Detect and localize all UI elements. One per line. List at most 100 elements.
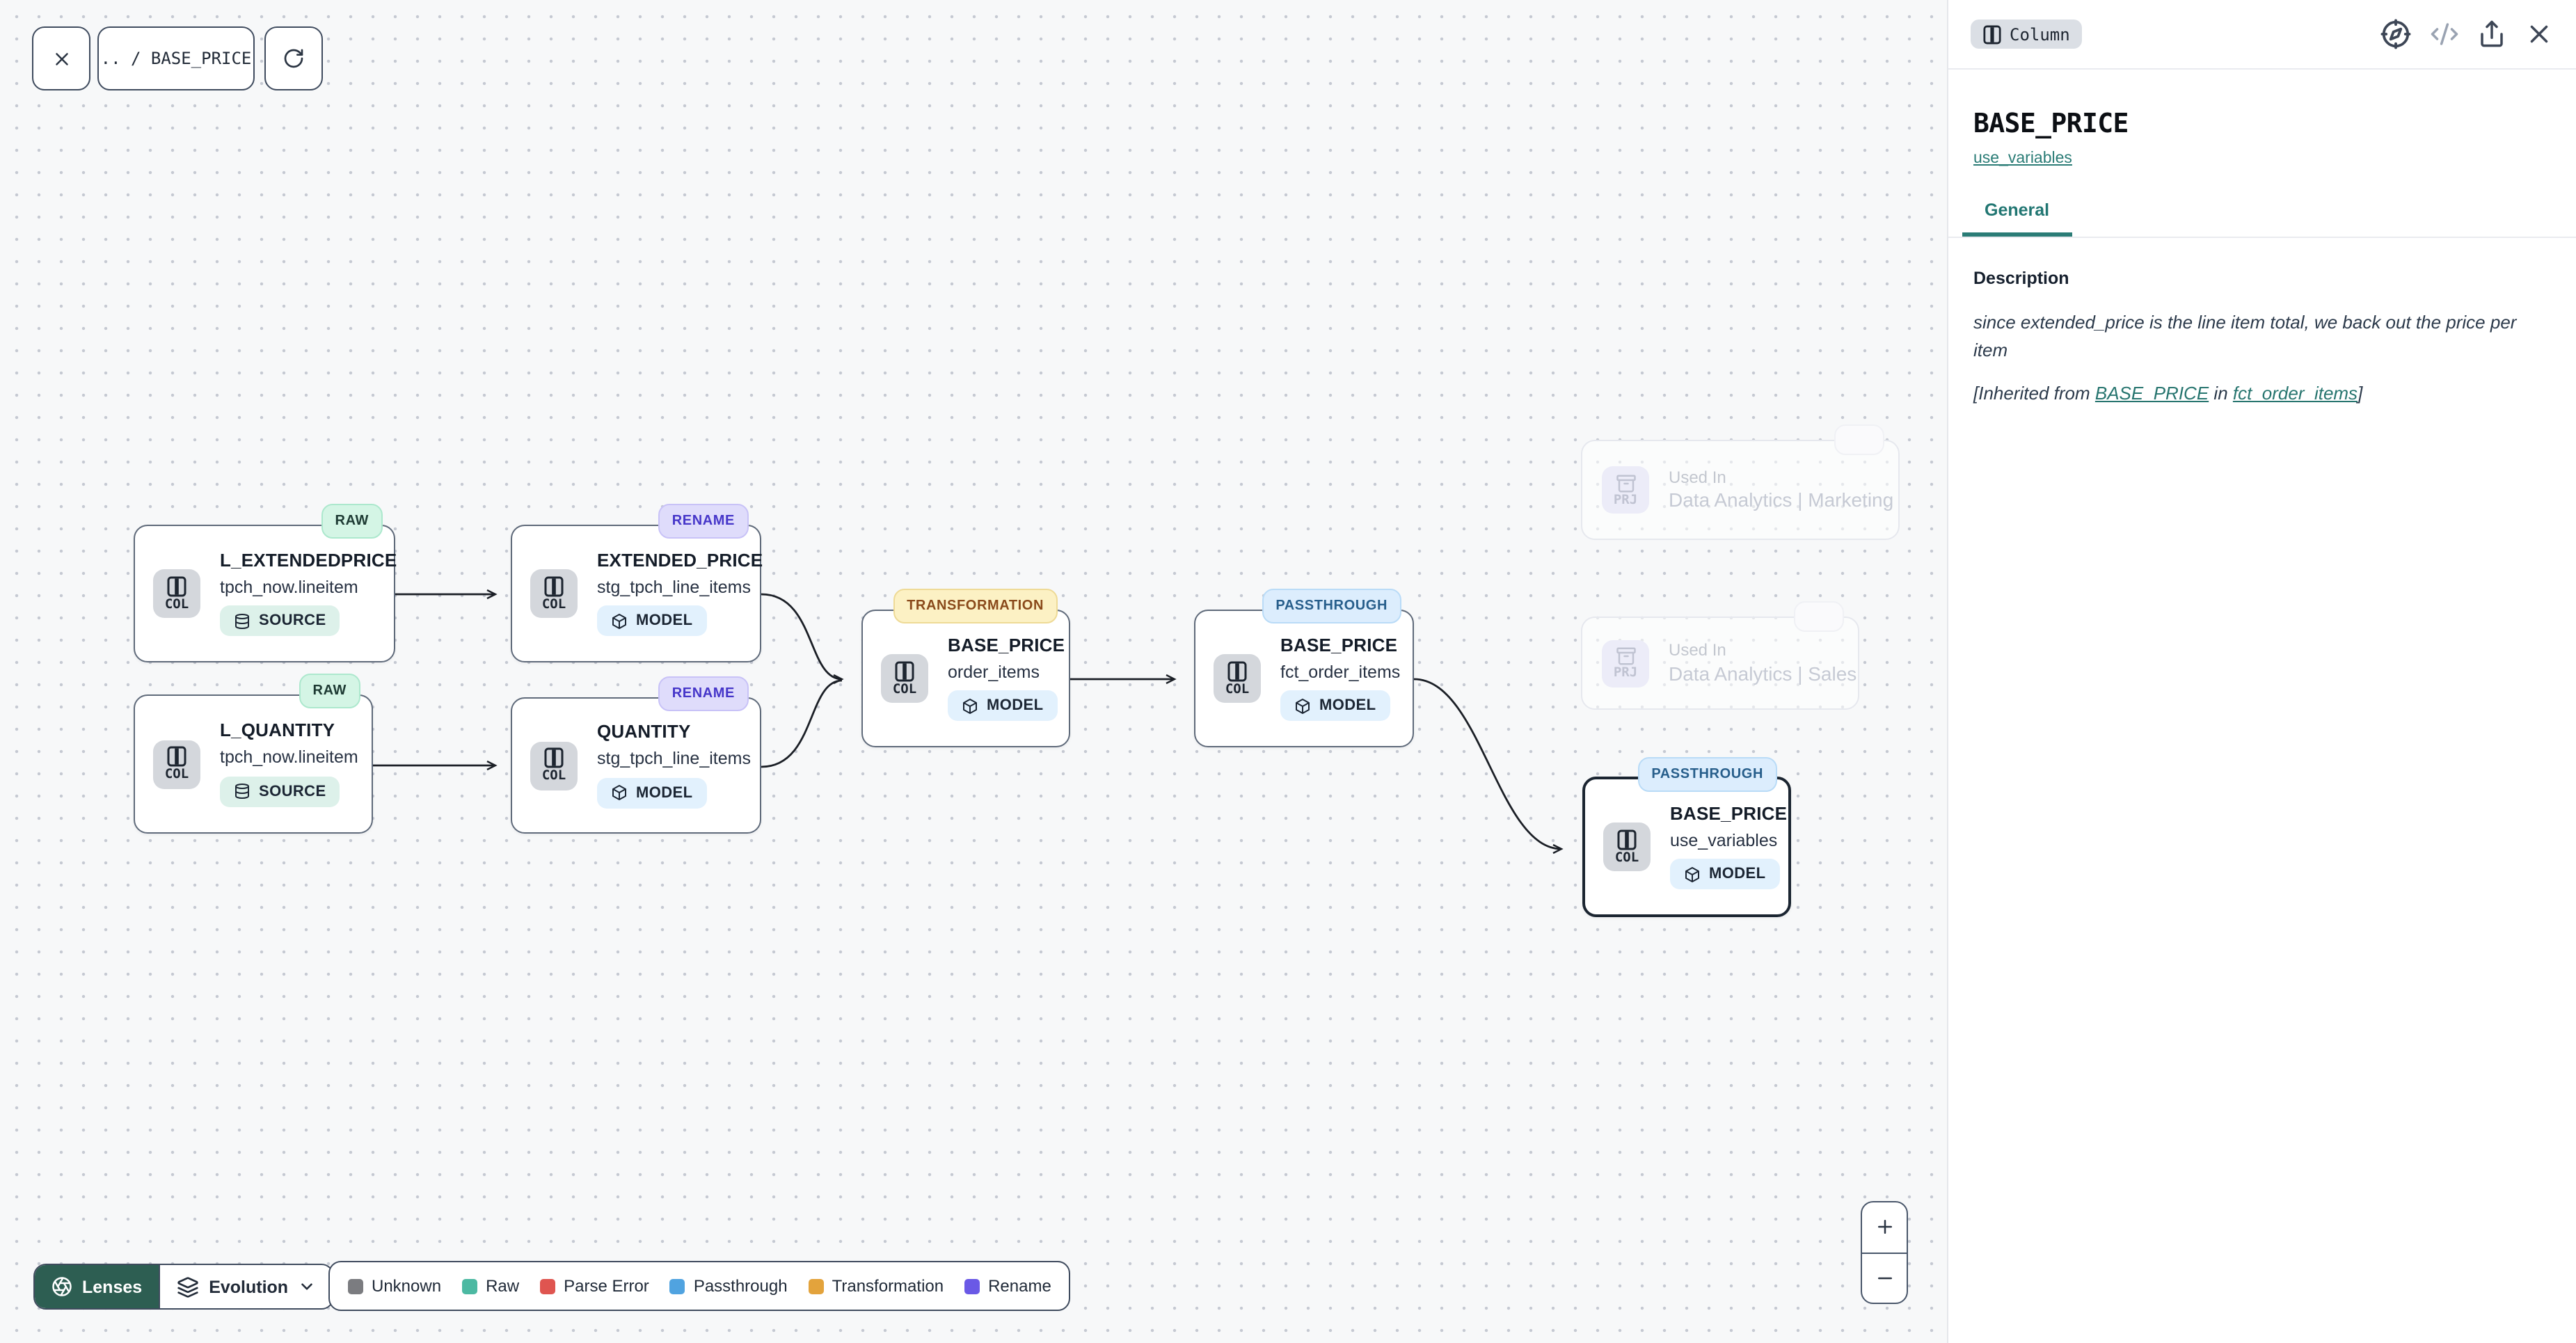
database-icon (234, 782, 251, 800)
lineage-node-quantity[interactable]: RENAME COL QUANTITY stg_tpch_line_items … (511, 697, 761, 834)
column-icon-box: COL (153, 569, 200, 618)
archive-icon (1615, 473, 1636, 494)
lineage-node-l-quantity[interactable]: RAW COL L_QUANTITY tpch_now.lineitem SOU… (134, 694, 373, 834)
faded-lens-pill (1834, 424, 1884, 455)
node-subtitle: tpch_now.lineitem (220, 578, 358, 598)
legend-item: Unknown (348, 1276, 441, 1296)
share-icon (2477, 19, 2506, 49)
lineage-node-base-price-fct-order-items[interactable]: PASSTHROUGH COL BASE_PRICE fct_order_ite… (1194, 610, 1414, 747)
lineage-node-extended-price[interactable]: RENAME COL EXTENDED_PRICE stg_tpch_line_… (511, 525, 761, 662)
columns-icon (167, 576, 186, 597)
breadcrumb[interactable]: .. / BASE_PRICE (97, 26, 255, 90)
zoom-in-button[interactable] (1862, 1202, 1907, 1253)
panel-title: BASE_PRICE (1973, 109, 2551, 139)
archive-icon (1615, 646, 1636, 667)
columns-icon (544, 748, 564, 769)
lenses-label: Lenses (82, 1277, 142, 1296)
lens-pill-passthrough: PASSTHROUGH (1637, 757, 1777, 792)
node-subtitle: stg_tpch_line_items (597, 749, 751, 770)
close-icon (2525, 19, 2554, 49)
lens-pill-raw: RAW (299, 674, 360, 708)
legend-swatch (540, 1278, 555, 1294)
lens-pill-rename: RENAME (658, 504, 749, 539)
entity-type-badge: Column (1971, 19, 2083, 49)
faded-lens-pill (1794, 601, 1844, 632)
close-panel-button[interactable] (2525, 19, 2554, 49)
inherited-model-link[interactable]: fct_order_items (2233, 383, 2358, 404)
panel-tabs: General (1948, 200, 2576, 238)
legend-item: Transformation (809, 1276, 944, 1296)
node-title: QUANTITY (597, 723, 691, 744)
legend-swatch (964, 1278, 980, 1294)
cube-icon (1684, 865, 1701, 883)
column-icon-box: COL (1214, 654, 1261, 703)
selected-lens-label: Evolution (209, 1277, 288, 1296)
close-icon (51, 48, 72, 69)
node-title: EXTENDED_PRICE (597, 551, 763, 572)
used-in-card-marketing[interactable]: PRJ Used In Data Analytics | Marketing (1581, 440, 1900, 540)
lens-legend: Unknown Raw Parse Error Passthrough Tran… (328, 1261, 1071, 1311)
view-code-button[interactable] (2430, 19, 2459, 49)
inherited-column-link[interactable]: BASE_PRICE (2095, 383, 2209, 404)
model-link[interactable]: use_variables (1973, 150, 2072, 167)
code-icon (2430, 19, 2459, 49)
node-subtitle: order_items (948, 662, 1040, 683)
columns-icon (167, 747, 186, 768)
refresh-button[interactable] (264, 26, 323, 90)
panel-body: Description since extended_price is the … (1948, 238, 2576, 404)
columns-icon (544, 576, 564, 597)
legend-swatch (809, 1278, 824, 1294)
lens-pill-passthrough: PASSTHROUGH (1262, 589, 1401, 623)
columns-icon (1983, 24, 2001, 44)
cube-icon (611, 784, 628, 802)
breadcrumb-label: .. / BASE_PRICE (101, 49, 252, 68)
used-in-name: Data Analytics | Sales (1669, 660, 1857, 685)
close-lineage-button[interactable] (32, 26, 90, 90)
compass-icon (2380, 18, 2412, 50)
plus-icon (1874, 1217, 1895, 1238)
lineage-node-base-price-order-items[interactable]: TRANSFORMATION COL BASE_PRICE order_item… (861, 610, 1070, 747)
details-panel: Column BASE_PRICE use_variables Gener (1947, 0, 2576, 1343)
lineage-node-base-price-use-variables-selected[interactable]: PASSTHROUGH COL BASE_PRICE use_variables… (1582, 777, 1791, 917)
column-icon-box: COL (530, 741, 578, 790)
cube-icon (962, 697, 978, 715)
lineage-node-l-extendedprice[interactable]: RAW COL L_EXTENDEDPRICE tpch_now.lineite… (134, 525, 395, 662)
legend-swatch (670, 1278, 685, 1294)
explore-compass-button[interactable] (2380, 18, 2412, 50)
used-in-card-sales[interactable]: PRJ Used In Data Analytics | Sales (1581, 617, 1859, 710)
chevron-down-icon (298, 1278, 316, 1296)
panel-header: Column (1948, 0, 2576, 70)
kind-badge-model: MODEL (948, 690, 1057, 721)
lenses-button[interactable]: Lenses (35, 1265, 159, 1308)
legend-item: Raw (462, 1276, 519, 1296)
minus-icon (1874, 1268, 1895, 1289)
share-button[interactable] (2477, 19, 2506, 49)
layers-icon (177, 1276, 199, 1298)
database-icon (234, 612, 251, 630)
lens-pill-raw: RAW (321, 504, 383, 539)
lineage-canvas[interactable]: .. / BASE_PRICE PRJ Used In Data Analyti… (0, 0, 1947, 1343)
column-icon-box: COL (1603, 823, 1651, 871)
column-icon-box: COL (881, 654, 928, 703)
refresh-icon (283, 47, 305, 70)
kind-badge-model: MODEL (597, 777, 706, 808)
cube-icon (1294, 697, 1311, 715)
node-subtitle: fct_order_items (1280, 662, 1400, 683)
node-title: L_EXTENDEDPRICE (220, 551, 397, 572)
node-subtitle: tpch_now.lineitem (220, 748, 358, 768)
cube-icon (611, 612, 628, 630)
lens-selector-dropdown[interactable]: Evolution (159, 1265, 333, 1308)
zoom-out-button[interactable] (1862, 1253, 1907, 1303)
lens-pill-transformation: TRANSFORMATION (893, 589, 1058, 623)
kind-badge-model: MODEL (1280, 690, 1390, 721)
tab-general[interactable]: General (1962, 200, 2072, 237)
description-heading: Description (1973, 269, 2551, 288)
columns-icon (1227, 661, 1247, 682)
aperture-icon (51, 1276, 72, 1297)
zoom-controls (1861, 1201, 1908, 1304)
node-title: L_QUANTITY (220, 722, 335, 742)
columns-icon (1617, 829, 1637, 850)
kind-badge-model: MODEL (1670, 859, 1779, 889)
legend-swatch (348, 1278, 363, 1294)
description-text: since extended_price is the line item to… (1973, 309, 2527, 365)
